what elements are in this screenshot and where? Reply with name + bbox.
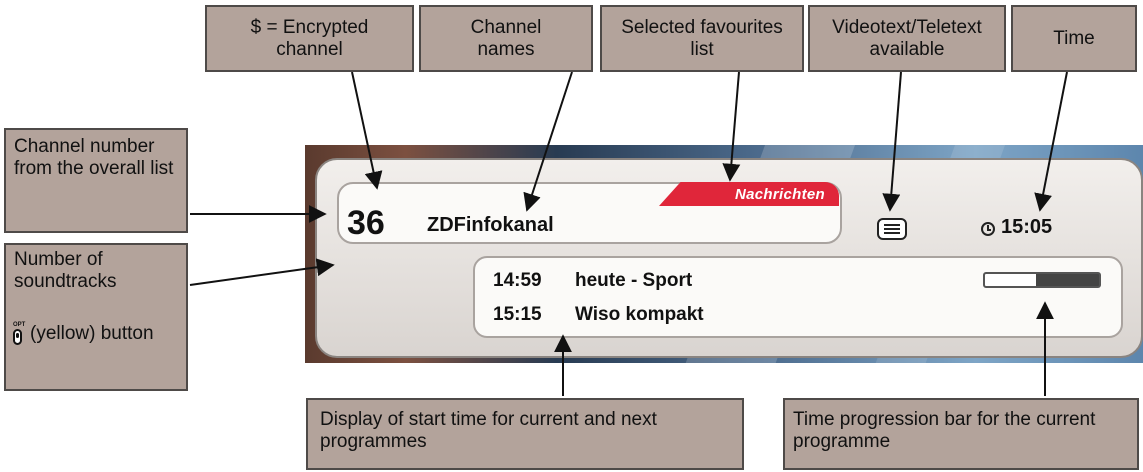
callout-progress-bar: Time progression bar for the current pro… <box>783 398 1139 470</box>
callout-progress-bar-text: Time progression bar for the current pro… <box>793 409 1096 452</box>
callout-soundtracks: Number of soundtracks (yellow) button <box>4 243 188 391</box>
next-programme-title: Wiso kompakt <box>575 304 704 325</box>
favourites-tab: Nachrichten <box>659 182 839 206</box>
callout-channel-names-text: Channel names <box>470 16 542 60</box>
callout-channel-names: Channel names <box>419 5 593 72</box>
time-progress-fill <box>985 274 1037 286</box>
callout-channel-number: Channel number from the overall list <box>4 128 188 233</box>
programme-panel: 14:59 heute - Sport 15:15 Wiso kompakt <box>473 256 1123 338</box>
callout-soundtracks-button: (yellow) button <box>14 323 176 345</box>
channel-name: ZDFinfokanal <box>427 214 554 236</box>
opt-button-icon: OPT <box>13 322 25 345</box>
callout-soundtracks-button-text: (yellow) button <box>30 323 154 344</box>
arrow-soundtracks <box>189 258 335 286</box>
callout-videotext-text: Videotext/Teletext available <box>832 16 982 60</box>
next-programme-start: 15:15 <box>493 304 542 325</box>
callout-time-text: Time <box>1053 27 1095 49</box>
clock-time: 15:05 <box>1001 216 1053 238</box>
callout-encrypted-channel: $ = Encrypted channel <box>205 5 414 72</box>
current-programme-title: heute - Sport <box>575 270 693 291</box>
callout-channel-number-text: Channel number from the overall list <box>14 136 174 179</box>
callout-encrypted-text: $ = Encrypted channel <box>250 16 369 60</box>
arrow-channel-names <box>523 71 573 212</box>
callout-favourites-text: Selected favourites list <box>621 16 783 60</box>
channel-number: 36 <box>347 204 385 242</box>
osd-info-bar: Nachrichten 36 ZDFinfokanal 15:05 14:59 h… <box>315 158 1143 358</box>
arrow-encrypted <box>351 71 383 190</box>
callout-start-time-text: Display of start time for current and ne… <box>320 409 657 452</box>
callout-soundtracks-title: Number of soundtracks <box>14 249 117 292</box>
callout-favourites: Selected favourites list <box>600 5 804 72</box>
teletext-icon <box>877 218 907 240</box>
callout-start-time: Display of start time for current and ne… <box>306 398 744 470</box>
next-programme: 15:15 Wiso kompakt <box>493 304 704 326</box>
arrow-favourites <box>722 71 741 182</box>
arrow-videotext <box>882 71 902 212</box>
callout-videotext: Videotext/Teletext available <box>808 5 1006 72</box>
callout-time: Time <box>1011 5 1137 72</box>
current-programme: 14:59 heute - Sport <box>493 270 692 292</box>
arrow-time <box>1034 71 1068 212</box>
favourites-list-label: Nachrichten <box>735 185 825 203</box>
current-programme-start: 14:59 <box>493 270 542 291</box>
opt-button-label: OPT <box>13 322 26 328</box>
channel-panel: Nachrichten 36 ZDFinfokanal <box>337 182 842 244</box>
yellow-button-shape <box>13 329 22 345</box>
time-progress-bar <box>983 272 1101 288</box>
clock-icon <box>981 222 995 236</box>
